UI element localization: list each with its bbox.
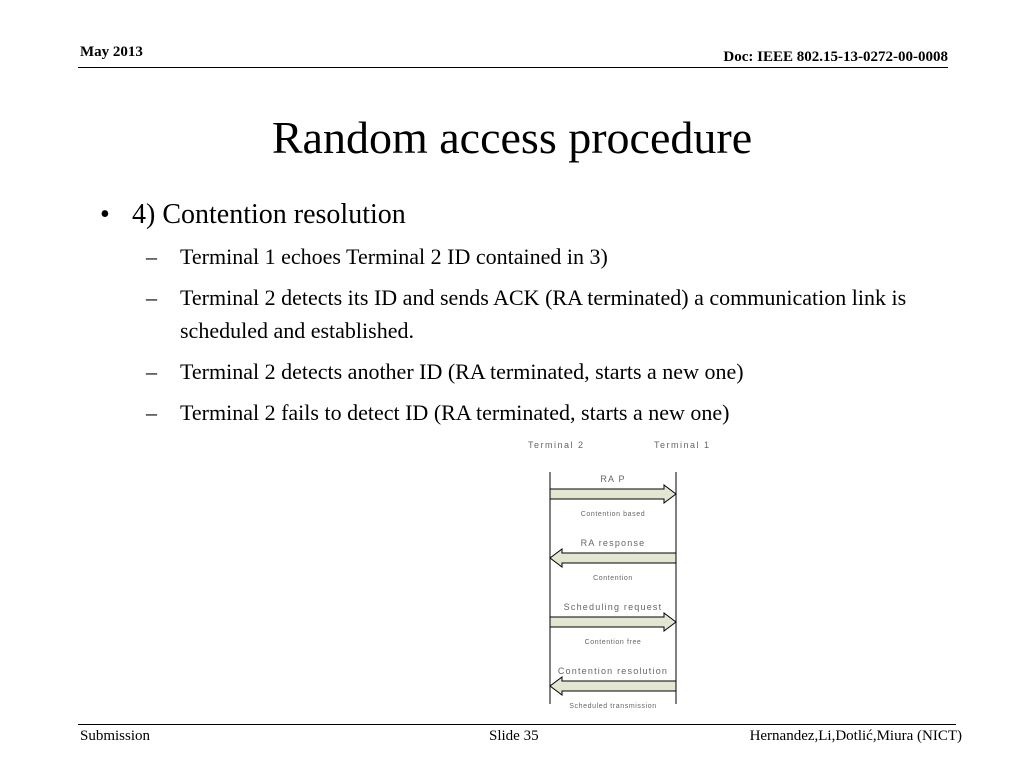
message-label: RA response xyxy=(581,538,646,548)
message-note: Contention based xyxy=(581,511,645,518)
slide-title: Random access procedure xyxy=(271,112,753,163)
message-note: Scheduled transmission xyxy=(569,703,657,710)
message-arrow xyxy=(549,612,677,632)
message-arrow xyxy=(549,548,677,568)
message-note: Contention free xyxy=(585,639,642,646)
footer-authors: Hernandez,Li,Dotlić,Miura (NICT) xyxy=(749,728,962,744)
sub-bullet-text: Terminal 2 detects its ID and sends ACK … xyxy=(180,285,907,343)
message-layer: RA P Contention based RA responseContentio… xyxy=(549,474,677,710)
header-doc-id: Doc: IEEE 802.15-13-0272-00-0008 xyxy=(723,49,948,65)
sub-bullet-list: – Terminal 1 echoes Terminal 2 ID contai… xyxy=(100,240,940,429)
sub-bullet-dash: – xyxy=(146,244,157,269)
message-arrow xyxy=(549,676,677,696)
sub-bullet-text: Terminal 2 detects another ID (RA termin… xyxy=(180,359,744,384)
right-party-label: Terminal 1 xyxy=(654,440,711,450)
message-label: Contention resolution xyxy=(558,666,668,676)
bullet-list: • 4) Contention resolution – Terminal 1 … xyxy=(100,196,940,437)
sub-bullet-text: Terminal 2 fails to detect ID (RA termin… xyxy=(180,400,730,425)
sub-bullet-item: – Terminal 2 detects another ID (RA term… xyxy=(146,355,940,388)
bullet-mark: • xyxy=(100,199,110,230)
message-arrow xyxy=(549,484,677,504)
header-date: May 2013 xyxy=(80,44,143,60)
footer-submission: Submission xyxy=(80,728,151,744)
sub-bullet-dash: – xyxy=(146,285,157,310)
header-divider xyxy=(78,67,948,68)
sub-bullet-text: Terminal 1 echoes Terminal 2 ID containe… xyxy=(180,244,608,269)
sub-bullet-dash: – xyxy=(146,400,157,425)
sub-bullet-item: – Terminal 2 fails to detect ID (RA term… xyxy=(146,396,940,429)
sub-bullet-item: – Terminal 1 echoes Terminal 2 ID contai… xyxy=(146,240,940,273)
bullet-item: • 4) Contention resolution xyxy=(100,196,940,234)
bullet-text: 4) Contention resolution xyxy=(132,199,406,230)
footer-slide-number: Slide 35 xyxy=(489,728,539,744)
left-party-label: Terminal 2 xyxy=(528,440,585,450)
message-label: Scheduling request xyxy=(564,602,663,612)
message-label: RA P xyxy=(600,474,625,484)
message-note: Contention xyxy=(593,575,633,582)
message-1: RA P Contention based xyxy=(549,474,677,518)
footer-divider xyxy=(78,724,956,725)
sequence-diagram: Terminal 2 Terminal 1 RA P Contention bas… xyxy=(528,440,711,710)
sub-bullet-dash: – xyxy=(146,359,157,384)
sub-bullet-item: – Terminal 2 detects its ID and sends AC… xyxy=(146,281,940,347)
